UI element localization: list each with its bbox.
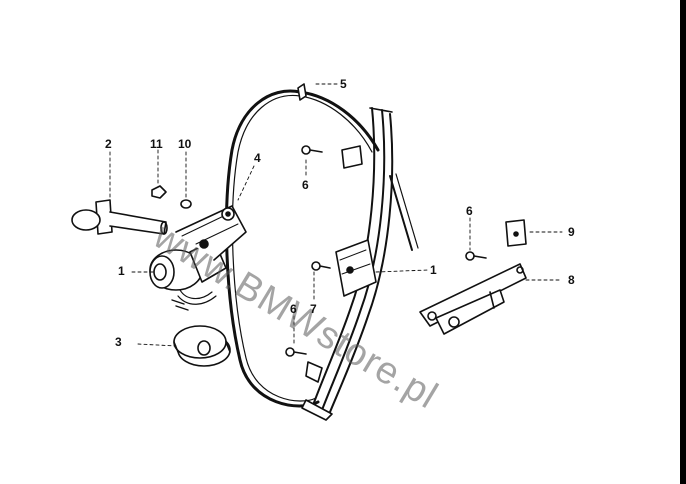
window-motor: [149, 205, 247, 311]
callout-10: 10: [178, 137, 192, 151]
cable-clip: [297, 83, 307, 101]
clip-nut: [505, 219, 527, 247]
callout-5: 5: [340, 77, 347, 91]
bolt-right: [465, 251, 487, 261]
callout-6-right: 6: [466, 204, 473, 218]
nut-and-washer: [151, 185, 192, 209]
callout-9: 9: [568, 225, 575, 239]
upper-rail-bracket: [341, 145, 419, 251]
crank-handle: [71, 199, 168, 235]
callout-4: 4: [254, 151, 261, 165]
mounting-bracket: [419, 263, 527, 335]
rubber-grommet: [173, 325, 231, 367]
bolt-lower: [285, 347, 307, 357]
edge-bar: [680, 0, 686, 484]
callout-1-motor: 1: [118, 264, 125, 278]
callout-11: 11: [150, 137, 163, 151]
callout-6-lower: 6: [290, 302, 297, 316]
window-cable: [224, 89, 320, 408]
callout-8: 8: [568, 273, 575, 287]
callout-2: 2: [105, 137, 112, 151]
slider-carrier: [335, 239, 377, 297]
bolt-7: [311, 261, 331, 271]
bolt-upper: [301, 145, 323, 155]
guide-rail: [301, 107, 394, 421]
callout-1-regulator: 1: [430, 263, 437, 277]
callout-3: 3: [115, 335, 122, 349]
callout-6-upper: 6: [302, 178, 309, 192]
callout-7: 7: [310, 302, 317, 316]
